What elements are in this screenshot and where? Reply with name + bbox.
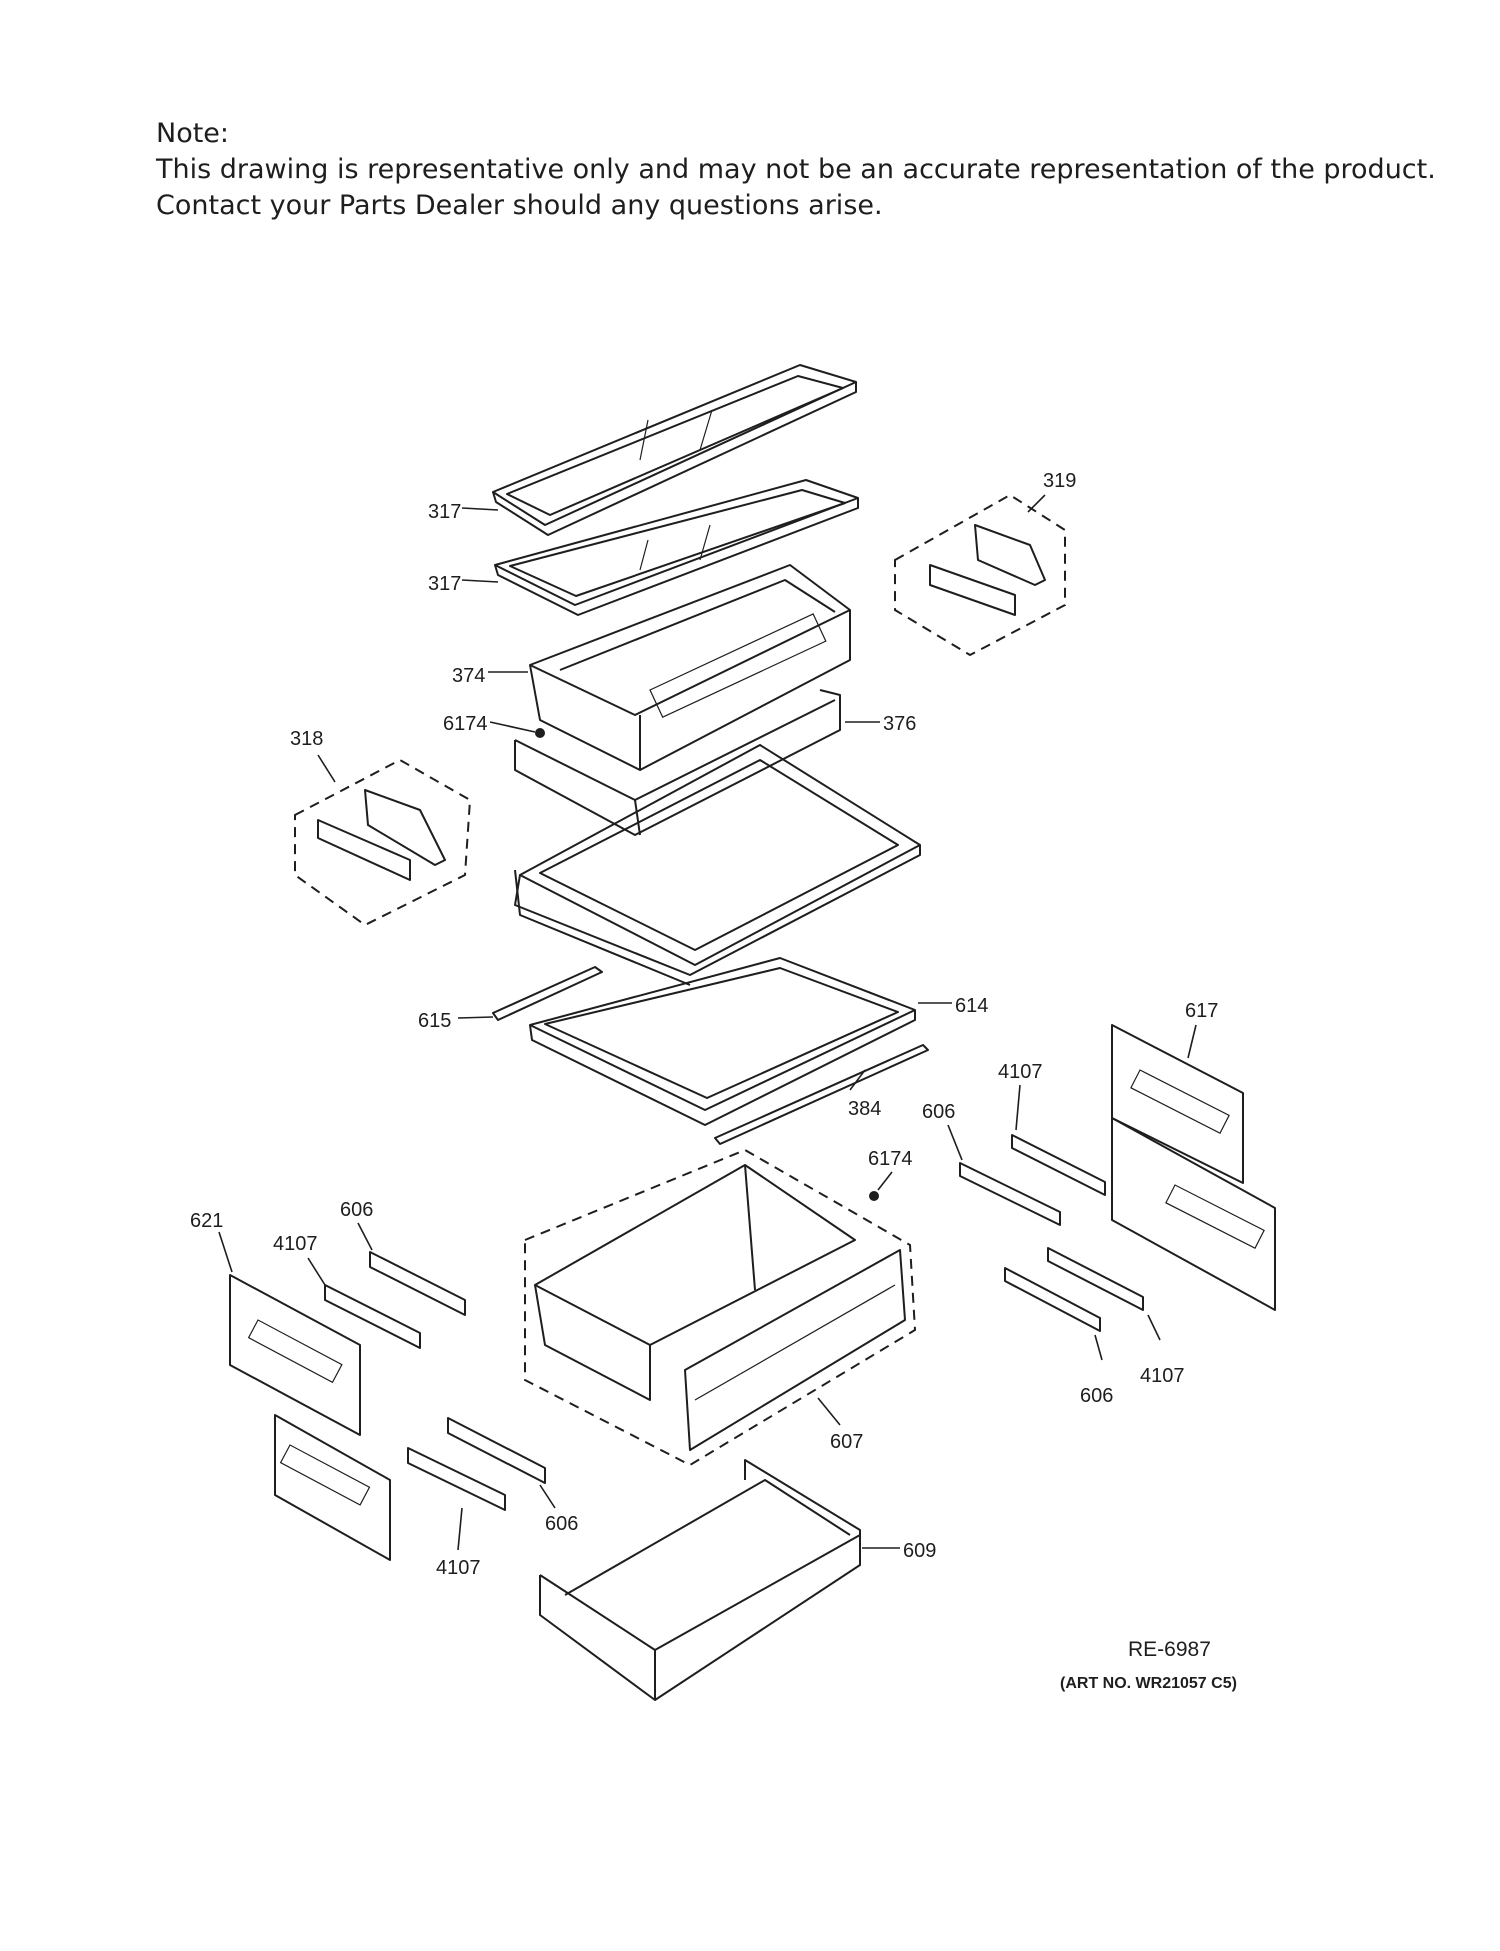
slide-rail-4107-right-lower xyxy=(1047,1247,1144,1311)
drawer-607 xyxy=(524,1148,917,1467)
callout-317-lower: 317 xyxy=(428,573,461,595)
callout-376: 376 xyxy=(883,713,916,735)
kit-318 xyxy=(294,758,472,927)
pan-374 xyxy=(529,564,851,771)
callout-374: 374 xyxy=(452,665,485,687)
slide-rail-4107-left-upper xyxy=(324,1284,421,1349)
callout-609: 609 xyxy=(903,1540,936,1562)
screw-6174-upper xyxy=(535,728,545,738)
drawer-frame-609 xyxy=(539,1459,861,1701)
callout-4107-left-upper: 4107 xyxy=(273,1233,318,1255)
callout-614: 614 xyxy=(955,995,988,1017)
glass-shelf-main xyxy=(514,744,921,986)
callout-606-right-upper: 606 xyxy=(922,1101,955,1123)
glass-shelf-upper xyxy=(492,364,857,536)
pan-frame-376 xyxy=(514,689,841,836)
kit-319 xyxy=(894,493,1066,657)
note-line-2: Contact your Parts Dealer should any que… xyxy=(156,190,883,221)
callout-319: 319 xyxy=(1043,470,1076,492)
callout-617: 617 xyxy=(1185,1000,1218,1022)
panel-617 xyxy=(1111,1024,1276,1311)
callout-4107-right-upper: 4107 xyxy=(998,1061,1043,1083)
callout-6174-lower: 6174 xyxy=(868,1148,913,1170)
note-heading: Note: xyxy=(156,118,230,149)
callout-606-right-lower: 606 xyxy=(1080,1385,1113,1407)
note-line-1: This drawing is representative only and … xyxy=(156,154,1436,185)
callout-317-upper: 317 xyxy=(428,501,461,523)
bracket-606-right-upper xyxy=(959,1162,1061,1226)
screw-6174-lower xyxy=(869,1191,879,1201)
art-number: (ART NO. WR21057 C5) xyxy=(1060,1675,1237,1692)
bracket-606-right-lower xyxy=(1004,1267,1101,1332)
rail-615 xyxy=(492,966,603,1021)
bracket-606-left-lower xyxy=(447,1417,546,1484)
glass-shelf-614 xyxy=(529,957,916,1126)
callout-607: 607 xyxy=(830,1431,863,1453)
callout-384: 384 xyxy=(848,1098,881,1120)
slide-rail-4107-left-lower xyxy=(407,1447,506,1511)
callout-6174-upper: 6174 xyxy=(443,713,488,735)
glass-shelf-lower xyxy=(494,479,859,616)
callout-318: 318 xyxy=(290,728,323,750)
callout-4107-left-lower: 4107 xyxy=(436,1557,481,1579)
bracket-606-left-upper xyxy=(369,1251,466,1316)
callout-621: 621 xyxy=(190,1210,223,1232)
callout-615: 615 xyxy=(418,1010,451,1032)
drawing-code: RE-6987 xyxy=(1128,1638,1211,1661)
slide-rail-4107-right-upper xyxy=(1011,1134,1106,1196)
callout-4107-right-lower: 4107 xyxy=(1140,1365,1185,1387)
rail-384 xyxy=(714,1044,929,1145)
callout-606-left-lower: 606 xyxy=(545,1513,578,1535)
panel-621 xyxy=(229,1274,391,1561)
callout-606-left-upper: 606 xyxy=(340,1199,373,1221)
